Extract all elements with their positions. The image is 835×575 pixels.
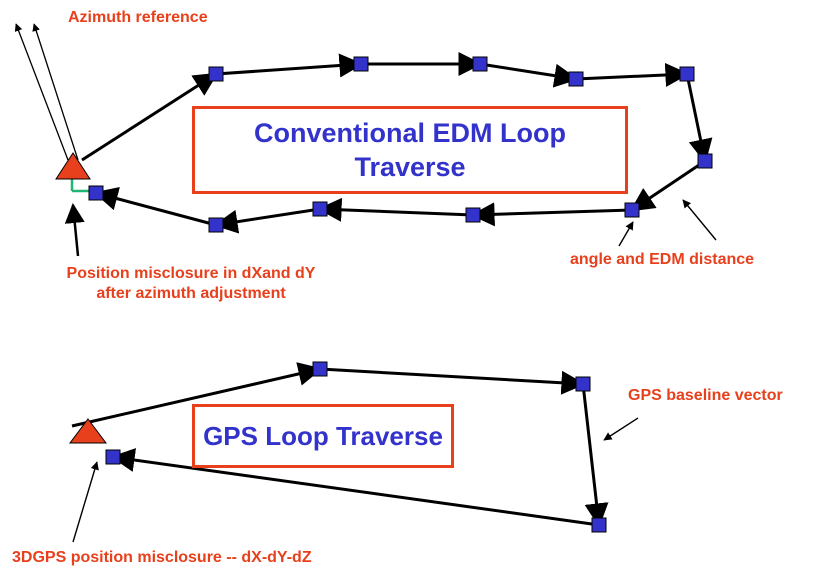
gps-traverse-legs (71, 362, 609, 528)
position-misclosure-label: Position misclosure in dXand dY after az… (36, 264, 346, 304)
edm-station (353, 56, 369, 72)
edm-annotation-arrows (64, 199, 717, 257)
edm-title-line2: Traverse (354, 152, 466, 182)
gps-station (312, 361, 328, 377)
edm-station (88, 185, 104, 201)
edm-title-line1: Conventional EDM Loop (254, 118, 566, 148)
edm-station (312, 201, 328, 217)
edm-station (465, 207, 481, 223)
gps-station (105, 449, 121, 465)
edm-station (679, 66, 695, 82)
azimuth-reference-label: Azimuth reference (68, 9, 208, 26)
gps-baseline-label: GPS baseline vector (628, 387, 783, 404)
edm-stations (88, 56, 713, 233)
gps-station (575, 376, 591, 392)
edm-station (472, 56, 488, 72)
position-misclosure-line1: Position misclosure in dXand dY (66, 265, 316, 282)
gps-annotation-arrows (72, 417, 639, 543)
edm-title-box: Conventional EDM Loop Traverse (192, 106, 628, 194)
edm-station (208, 217, 224, 233)
azimuth-reference-lines (14, 23, 79, 161)
gps-station (591, 517, 607, 533)
gps-stations (105, 361, 607, 533)
edm-station (208, 66, 224, 82)
edm-station (568, 71, 584, 87)
gps-control-point (69, 418, 107, 444)
gps-misclosure-label: 3DGPS position misclosure -- dX-dY-dZ (12, 549, 312, 566)
edm-traverse-legs (81, 52, 713, 234)
edm-station (697, 153, 713, 169)
gps-title-box: GPS Loop Traverse (192, 404, 454, 468)
edm-station (624, 202, 640, 218)
gps-title: GPS Loop Traverse (203, 420, 443, 451)
position-misclosure-line2: after azimuth adjustment (96, 285, 286, 302)
edm-control-point (55, 152, 91, 180)
angle-edm-label: angle and EDM distance (570, 251, 755, 268)
